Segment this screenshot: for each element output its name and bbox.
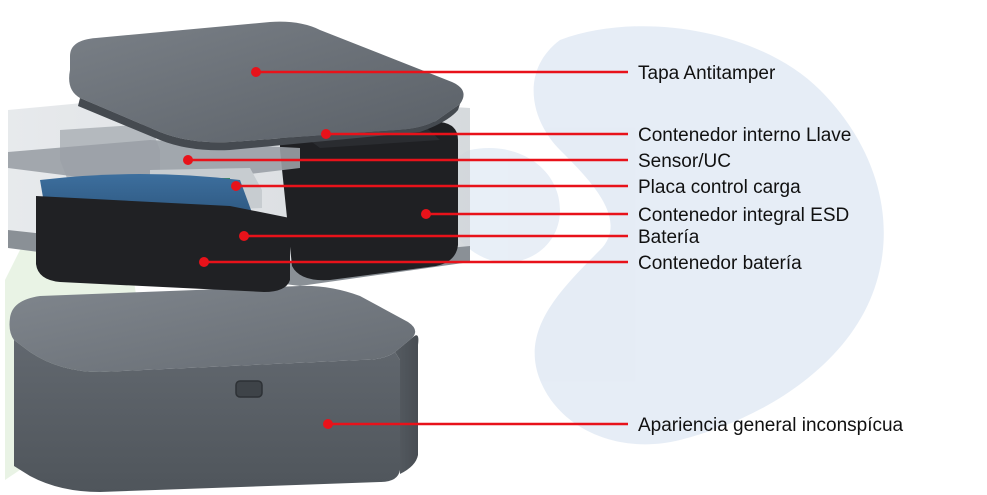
watermark-blue-shape: [533, 26, 884, 445]
closed-box-top: [9, 285, 416, 372]
usb-port-slot: [235, 380, 263, 398]
leader-dot: [421, 209, 431, 219]
leader-dot: [231, 181, 241, 191]
lid-top-surface: [69, 21, 464, 143]
callout-sensor-uc: Sensor/UC: [183, 151, 731, 172]
callout-bateria: Batería: [239, 227, 700, 248]
closed-box-side: [395, 335, 419, 474]
callout-contenedor-interno-llave: Contenedor interno Llave: [321, 125, 851, 146]
callout-label: Batería: [638, 227, 700, 248]
watermark-blue-shape-2: [444, 148, 560, 263]
leader-dot: [183, 155, 193, 165]
callout-label: Tapa Antitamper: [638, 63, 776, 84]
leader-dot: [323, 419, 333, 429]
leader-dot: [239, 231, 249, 241]
callout-label: Contenedor batería: [638, 253, 802, 274]
callout-tapa-antitamper: Tapa Antitamper: [251, 63, 776, 84]
leader-dot: [251, 67, 261, 77]
callout-label: Contenedor interno Llave: [638, 125, 851, 146]
callout-label: Sensor/UC: [638, 151, 731, 172]
antitamper-lid: [69, 21, 464, 151]
callout-contenedor-integral-esd: Contenedor integral ESD: [421, 205, 849, 226]
callout-placa-control-carga: Placa control carga: [231, 177, 801, 198]
lid-edge: [78, 98, 460, 151]
leader-dot: [199, 257, 209, 267]
leader-dot: [321, 129, 331, 139]
esd-container: [280, 118, 458, 281]
callout-label: Contenedor integral ESD: [638, 205, 849, 226]
battery-container: [36, 196, 290, 292]
callout-label: Apariencia general inconspícua: [638, 415, 904, 436]
closed-box-front: [14, 340, 400, 492]
callout-apariencia-general: Apariencia general inconspícua: [323, 415, 904, 436]
callout-contenedor-bateria: Contenedor batería: [199, 253, 802, 274]
closed-box-housing: [9, 285, 419, 492]
callout-label: Placa control carga: [638, 177, 801, 198]
